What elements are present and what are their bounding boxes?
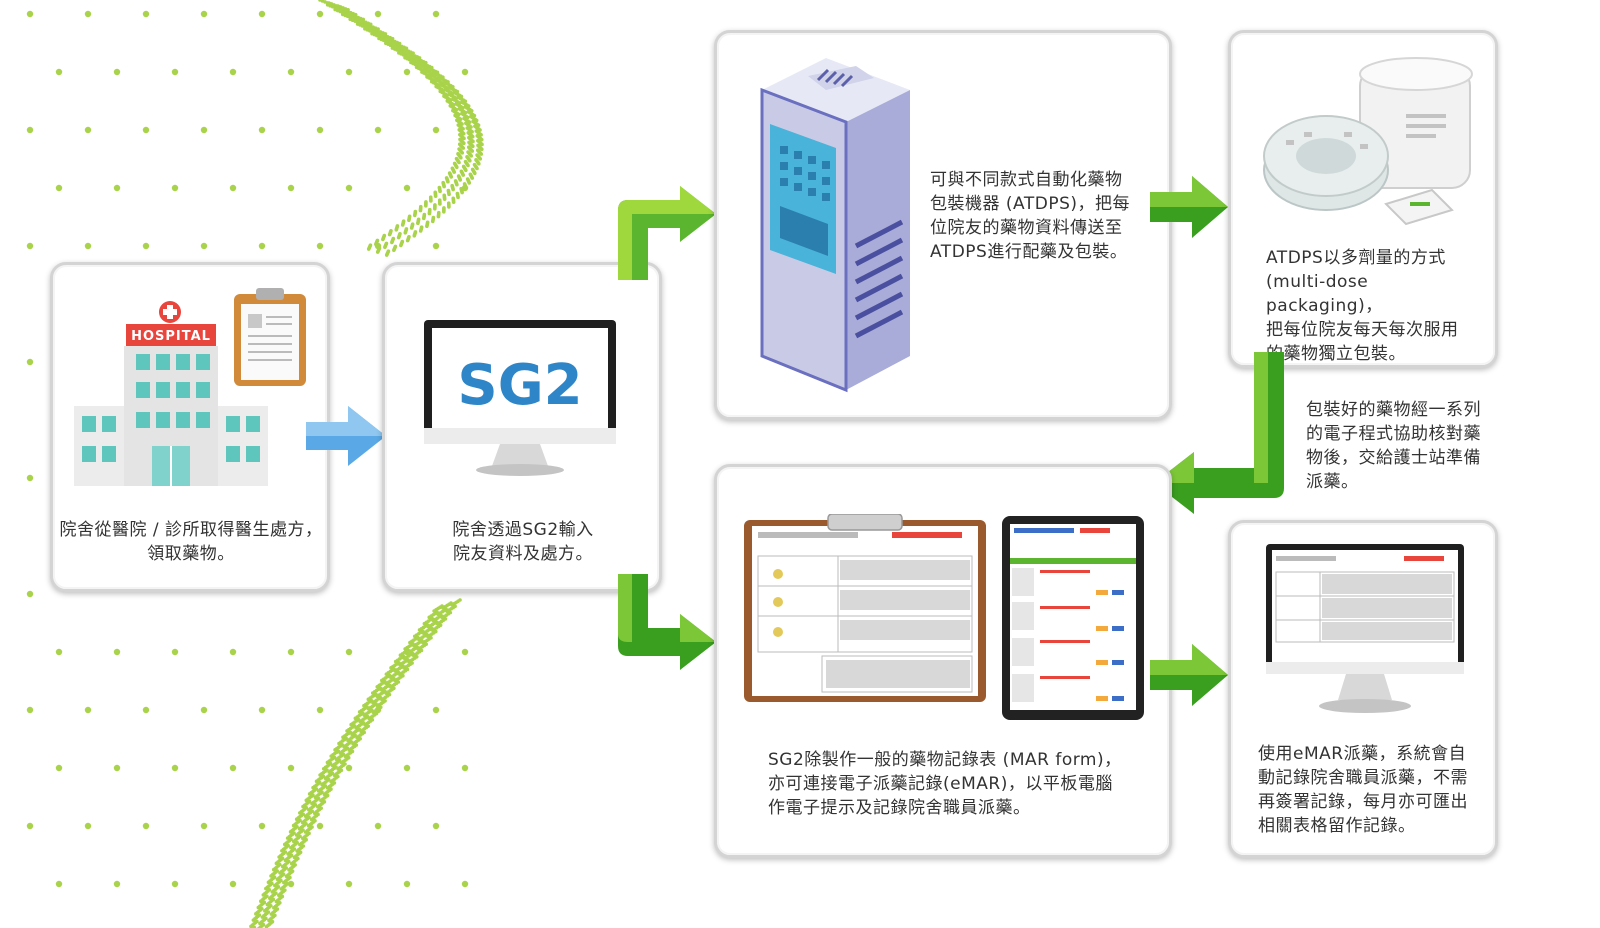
arrow-right-green-2 [1150, 644, 1228, 706]
hospital-sign: HOSPITAL [131, 329, 211, 344]
multidose-text: ATDPS以多劑量的方式 (multi-dose packaging)， 把每位… [1266, 248, 1459, 364]
emar-monitor-illustration [1266, 544, 1464, 713]
verify-note-text: 包裝好的藥物經一系列 的電子程式協助核對藥 物後，交給護士站準備 派藥。 [1306, 400, 1481, 492]
arrow-up-right-green [618, 186, 716, 280]
arrow-right-green [1150, 176, 1228, 238]
mar-text: SG2除製作一般的藥物記錄表 (MAR form)， 亦可連接電子派藥記錄(eM… [768, 750, 1122, 818]
hospital-illustration: HOSPITAL [74, 288, 306, 486]
medicine-pouch-roll-illustration [1263, 57, 1473, 226]
hospital-building-icon [74, 301, 268, 486]
mar-clipboard-illustration [744, 514, 986, 702]
clipboard-icon [234, 288, 306, 386]
tablet-emar-illustration [1002, 516, 1144, 720]
arrow-right-blue [306, 406, 386, 466]
hospital-caption: 院舍從醫院 / 診所取得醫生處方， 領取藥物。 [59, 520, 323, 564]
emar-text: 使用eMAR派藥，系統會自 動記錄院舍職員派藥，不需 再簽署記錄，每月亦可匯出 … [1258, 744, 1468, 836]
sg2-caption: 院舍透過SG2輸入 院友資料及處方。 [452, 520, 594, 564]
sg2-logo-text: SG2 [457, 353, 582, 418]
atdps-link-text: 可與不同款式自動化藥物 包裝機器 (ATDPS)，把每 位院友的藥物資料傳送至 … [930, 170, 1130, 262]
arrow-down-right-green [618, 574, 716, 670]
server-tower-illustration [760, 58, 910, 393]
monitor-illustration: SG2 [424, 320, 616, 476]
arrow-down-left-green [1154, 352, 1284, 514]
